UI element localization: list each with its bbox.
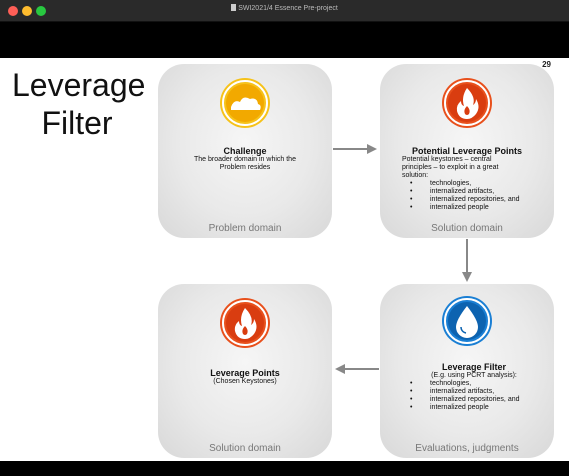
close-window-button[interactable] [8, 6, 18, 16]
slide: 29 Leverage Filter Challenge The broader… [0, 58, 569, 461]
leverage-filter-title: Leverage Filter [441, 362, 507, 372]
leverage-filter-footer: Evaluations, judgments [415, 443, 519, 454]
window-title: SWI2021/4 Essence Pre-project [0, 4, 569, 12]
potential-footer: Solution domain [431, 223, 503, 234]
potential-desc: Potential keystones – central principles… [402, 156, 499, 179]
document-icon [231, 4, 237, 11]
toolbar-area [0, 22, 569, 58]
challenge-title: Challenge [223, 146, 267, 156]
potential-title: Potential Leverage Points [412, 146, 523, 156]
potential-leverage-card: Potential Leverage Points Potential keys… [380, 64, 554, 238]
arrow-down [462, 239, 472, 282]
zoom-window-button[interactable] [36, 6, 46, 16]
leverage-points-footer: Solution domain [209, 443, 281, 454]
slide-number: 29 [542, 60, 551, 69]
leverage-filter-list: technologies, internalized artifacts, in… [402, 380, 546, 412]
list-item: internalized artifacts, [402, 388, 546, 396]
arrow-left [335, 364, 379, 374]
challenge-card: Challenge The broader domain in which th… [158, 64, 332, 238]
slide-heading: Leverage Filter [12, 67, 146, 141]
challenge-subtitle: The broader domain in which the Problem … [194, 156, 296, 171]
list-item: technologies, [402, 380, 546, 388]
leverage-filter-card: Leverage Filter (E.g. using PCRT analysi… [380, 284, 554, 458]
leverage-points-card: Leverage Points (Chosen Keystones) Solut… [158, 284, 332, 458]
flame-icon [442, 78, 492, 128]
list-item: internalized people [402, 404, 546, 412]
list-item: internalized repositories, and [402, 396, 546, 404]
potential-list: technologies, internalized artifacts, in… [402, 180, 544, 212]
leverage-points-subtitle: (Chosen Keystones) [213, 378, 277, 385]
list-item: internalized people [402, 204, 544, 212]
flame-icon [220, 298, 270, 348]
arrow-right [333, 144, 377, 154]
leverage-points-title: Leverage Points [210, 368, 280, 378]
list-item: internalized artifacts, [402, 188, 544, 196]
leverage-filter-desc: (E.g. using PCRT analysis): [431, 372, 517, 379]
window-title-text: SWI2021/4 Essence Pre-project [238, 5, 338, 12]
minimize-window-button[interactable] [22, 6, 32, 16]
water-drop-icon [442, 296, 492, 346]
list-item: internalized repositories, and [402, 196, 544, 204]
cloud-sun-icon [220, 78, 270, 128]
list-item: technologies, [402, 180, 544, 188]
window-titlebar: SWI2021/4 Essence Pre-project [0, 0, 569, 22]
challenge-footer: Problem domain [208, 223, 282, 234]
bottom-bar [0, 461, 569, 476]
